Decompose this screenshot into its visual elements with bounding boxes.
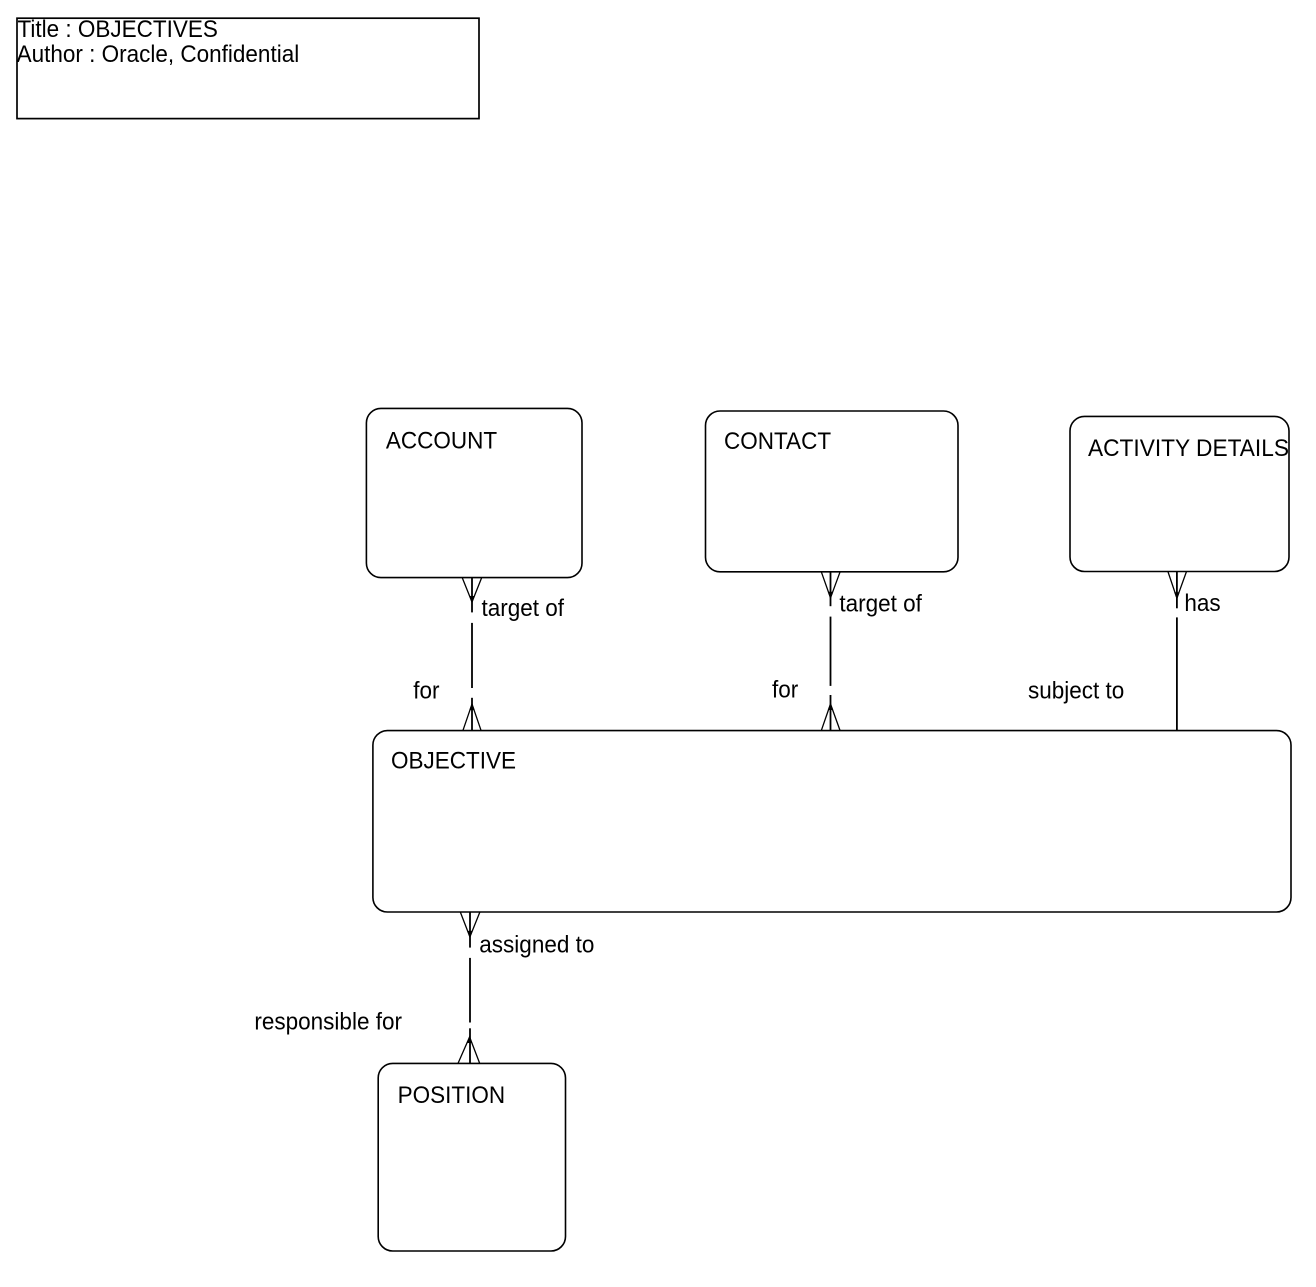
svg-text:assigned to: assigned to	[479, 931, 594, 958]
svg-text:target of: target of	[482, 595, 565, 622]
svg-text:has: has	[1184, 589, 1220, 616]
svg-text:Author : Oracle, Confidential: Author : Oracle, Confidential	[17, 40, 300, 67]
svg-text:target of: target of	[839, 590, 922, 617]
svg-text:responsible for: responsible for	[254, 1008, 402, 1035]
svg-text:for: for	[772, 676, 798, 703]
svg-text:ACCOUNT: ACCOUNT	[386, 427, 497, 454]
svg-text:CONTACT: CONTACT	[724, 428, 831, 455]
svg-text:POSITION: POSITION	[398, 1081, 506, 1108]
svg-text:for: for	[413, 677, 439, 704]
svg-text:subject to: subject to	[1028, 677, 1124, 704]
svg-text:ACTIVITY DETAILS: ACTIVITY DETAILS	[1088, 434, 1289, 461]
svg-text:Title : OBJECTIVES: Title : OBJECTIVES	[18, 15, 218, 42]
svg-text:OBJECTIVE: OBJECTIVE	[391, 747, 516, 774]
